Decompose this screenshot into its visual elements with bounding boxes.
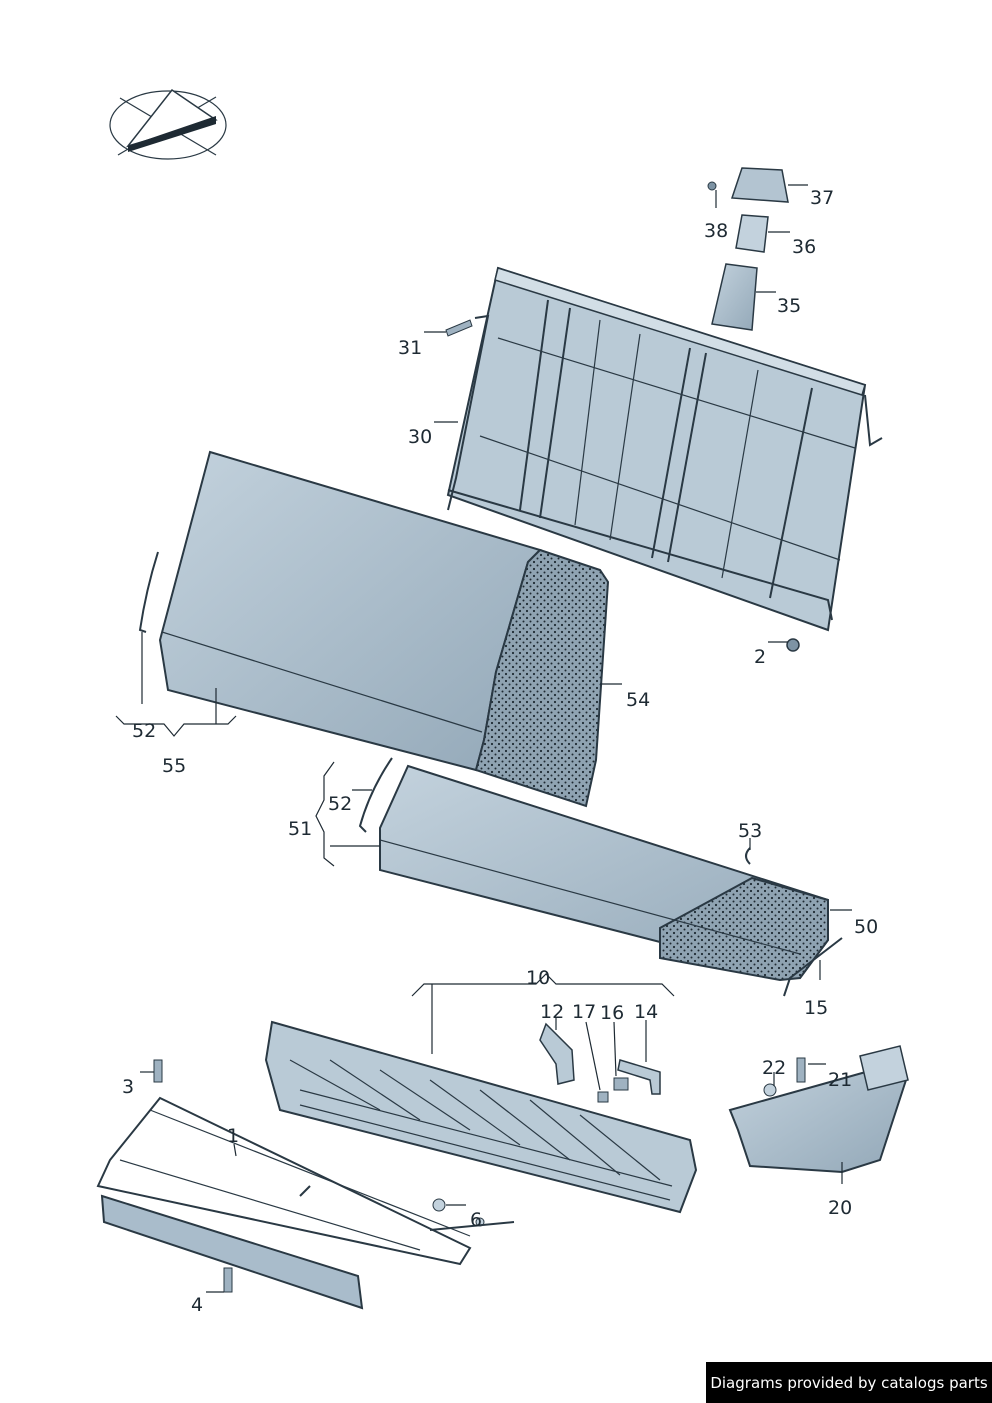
label-15: 15 [804,997,828,1019]
orientation-logo [109,88,227,160]
credit-banner: Diagrams provided by catalogs parts [706,1362,992,1403]
label-1: 1 [227,1125,239,1147]
seat-cushion [379,764,829,982]
seat-frame [264,1020,698,1214]
label-53: 53 [738,820,762,842]
wire-rod [783,937,843,997]
base-frame [96,1096,515,1310]
label-12: 12 [540,1001,564,1023]
label-4: 4 [191,1294,203,1316]
label-6: 6 [470,1209,482,1231]
label-55: 55 [162,755,186,777]
label-20: 20 [828,1197,852,1219]
label-54: 54 [626,689,650,711]
backrest-frame [446,266,883,632]
side-trim [728,1045,909,1174]
label-22: 22 [762,1057,786,1079]
label-31: 31 [398,337,422,359]
label-50: 50 [854,916,878,938]
bracket-part [617,1059,661,1095]
wire-clip-middle [358,757,393,833]
part-labels: 37 38 36 35 31 30 2 54 52 55 52 51 53 50… [122,187,878,1316]
wire-clip-upper [138,551,159,633]
label-17: 17 [572,1001,596,1023]
clip-part [539,1022,575,1085]
label-2: 2 [754,646,766,668]
ring-clip [745,847,751,865]
label-52-middle: 52 [328,793,352,815]
label-37: 37 [810,187,834,209]
fasteners [153,319,806,1293]
label-3: 3 [122,1076,134,1098]
label-10: 10 [526,967,550,989]
label-35: 35 [777,295,801,317]
backrest-cushion [158,450,610,808]
label-36: 36 [792,236,816,258]
label-52-upper: 52 [132,720,156,742]
label-51: 51 [288,818,312,840]
label-38: 38 [704,220,728,242]
label-21: 21 [828,1069,852,1091]
headrest-guide-parts [707,167,789,331]
credit-text: Diagrams provided by catalogs parts [710,1373,988,1392]
label-14: 14 [634,1001,658,1023]
label-16: 16 [600,1002,624,1024]
label-30: 30 [408,426,432,448]
leader-lines [115,184,852,1293]
